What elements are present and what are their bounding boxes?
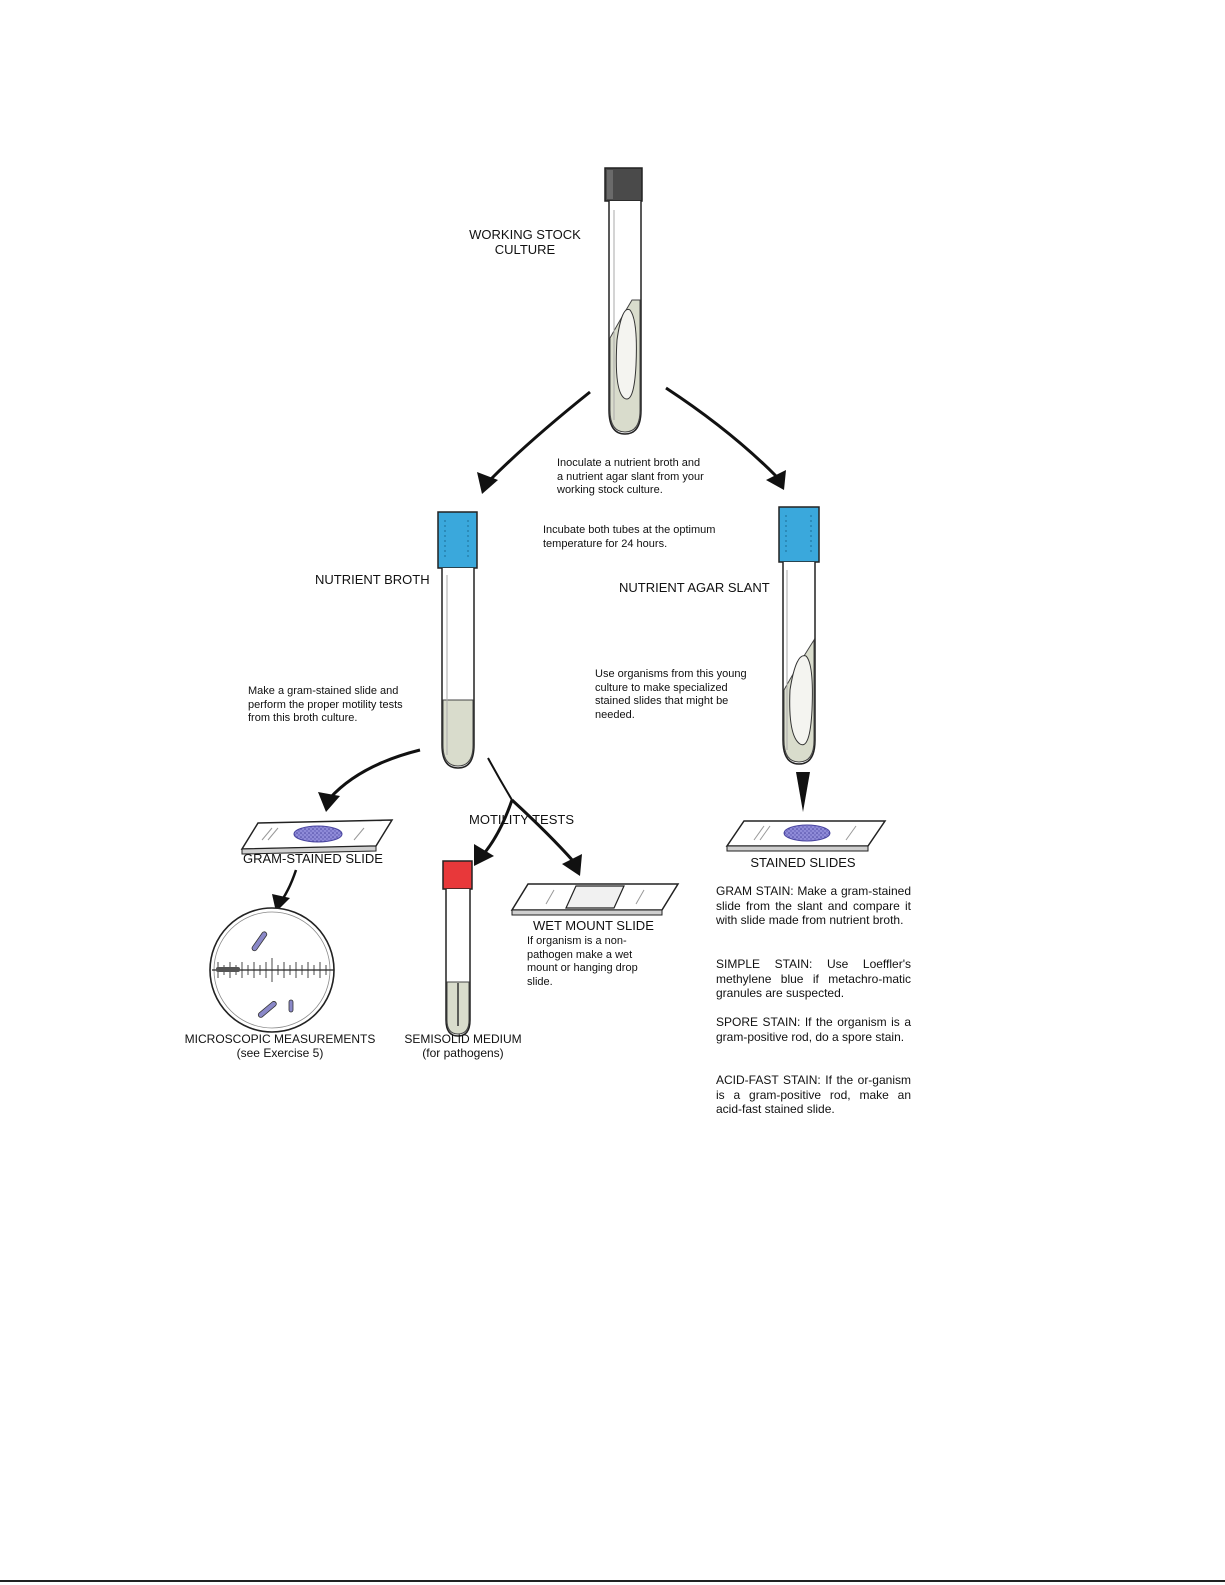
arrow-to-semisolid — [480, 799, 514, 857]
stock-colony-growth — [615, 308, 637, 400]
semisolid-medium-label: SEMISOLID MEDIUM (for pathogens) — [404, 1032, 522, 1060]
simple-stain-note: SIMPLE STAIN: Use Loeffler's methylene b… — [716, 957, 911, 1000]
working-stock-tube — [604, 167, 643, 435]
stained-smear — [783, 824, 831, 842]
slant-colony-growth — [789, 655, 813, 746]
acid-fast-stain-note: ACID-FAST STAIN: If the or-ganism is a g… — [716, 1073, 911, 1116]
stained-slide — [725, 820, 887, 852]
arrow-to-gram-slide — [328, 748, 421, 800]
nutrient-agar-slant-label: NUTRIENT AGAR SLANT — [619, 580, 770, 595]
motility-stem — [487, 757, 513, 801]
nutrient-broth-label: NUTRIENT BROTH — [315, 572, 430, 587]
cover-slip — [565, 885, 625, 909]
nutrient-agar-slant-tube — [778, 506, 820, 765]
bacterium-on-scale — [216, 967, 240, 972]
gram-smear — [293, 825, 343, 843]
wet-mount-slide — [510, 883, 680, 916]
arrow-to-slant — [665, 386, 778, 478]
microscopic-measurements-label: MICROSCOPIC MEASUREMENTS (see Exercise 5… — [184, 1032, 376, 1060]
arrow-to-broth — [488, 390, 591, 482]
gram-stained-slide — [240, 819, 394, 855]
spore-stain-note: SPORE STAIN: If the organism is a gram-p… — [716, 1015, 911, 1044]
wet-mount-slide-label: WET MOUNT SLIDE — [533, 918, 654, 933]
gram-stain-note: GRAM STAIN: Make a gram-stained slide fr… — [716, 884, 911, 927]
broth-note: Make a gram-stained slide and perform th… — [248, 685, 403, 724]
stained-slides-label: STAINED SLIDES — [750, 855, 856, 870]
slant-tube-cap — [778, 506, 820, 563]
gram-stained-slide-label: GRAM-STAINED SLIDE — [243, 851, 383, 866]
arrow-to-stained-slides — [796, 772, 810, 812]
semisolid-tube-cap — [442, 860, 473, 890]
nutrient-broth-tube — [437, 511, 478, 769]
wet-mount-note: If organism is a non- pathogen make a we… — [527, 935, 638, 988]
motility-tests-label: MOTILITY TESTS — [469, 812, 574, 827]
broth-liquid — [442, 699, 474, 767]
broth-tube-cap — [437, 511, 478, 569]
incubate-note: Incubate both tubes at the optimum tempe… — [543, 524, 716, 550]
page-bottom-rule — [0, 1580, 1225, 1582]
arrow-to-wet-mount — [510, 798, 576, 863]
inoculate-note: Inoculate a nutrient broth and a nutrien… — [557, 457, 704, 496]
semisolid-medium-tube — [442, 860, 473, 1037]
microscope-field — [209, 907, 335, 1033]
working-stock-label: WORKING STOCK CULTURE — [469, 227, 581, 257]
slant-note: Use organisms from this young culture to… — [595, 668, 747, 721]
